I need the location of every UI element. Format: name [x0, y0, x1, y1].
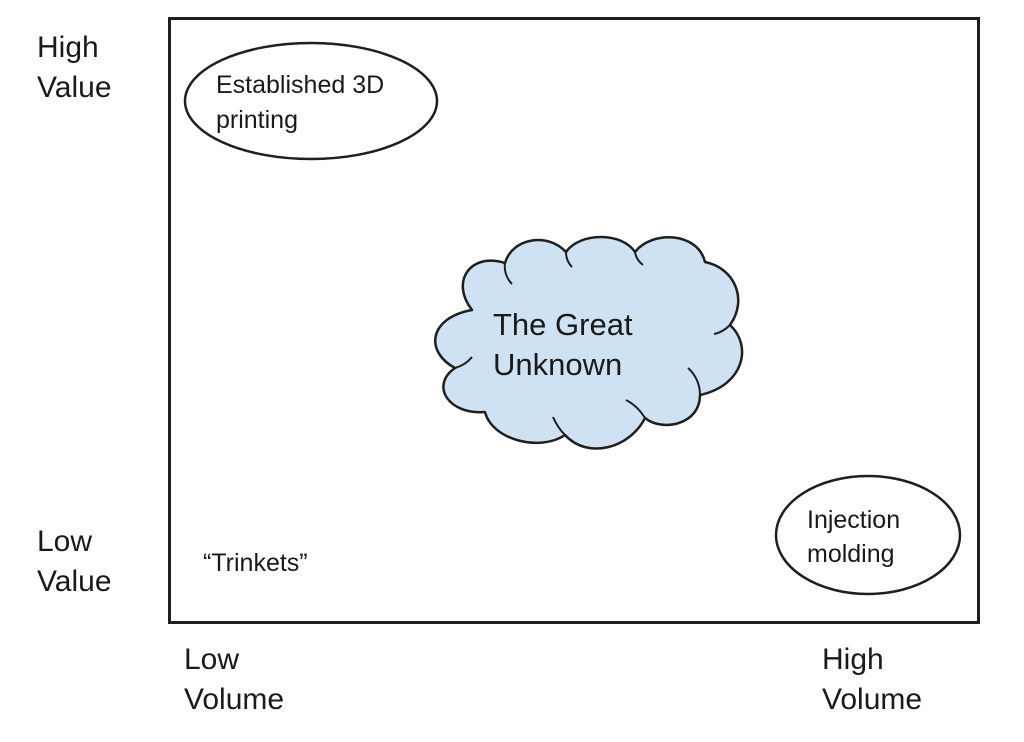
y-axis-high-line1: High — [37, 31, 99, 64]
x-axis-high-line1: High — [822, 643, 884, 676]
y-axis-low-line2: Value — [37, 565, 112, 598]
matrix-frame — [168, 17, 980, 624]
unknown-line2: Unknown — [493, 347, 623, 382]
trinkets-label: “Trinkets” — [203, 549, 308, 577]
injection-line1: Injection — [807, 506, 901, 534]
injection-molding-label: Injection molding — [807, 503, 900, 571]
y-axis-high-value-label: High Value — [37, 28, 112, 108]
y-axis-high-line2: Value — [37, 71, 112, 104]
great-unknown-cloud — [434, 235, 744, 450]
established-3d-printing-ellipse — [183, 41, 439, 161]
x-axis-high-line2: Volume — [822, 683, 923, 716]
y-axis-low-value-label: Low Value — [37, 522, 112, 602]
established-3d-printing-label: Established 3D printing — [216, 68, 384, 138]
y-axis-low-line1: Low — [37, 525, 93, 558]
great-unknown-label: The Great Unknown — [493, 305, 633, 385]
x-axis-low-volume-label: Low Volume — [184, 640, 284, 720]
established-line2: printing — [216, 106, 298, 134]
x-axis-high-volume-label: High Volume — [822, 640, 922, 720]
x-axis-low-line2: Volume — [184, 683, 285, 716]
injection-molding-ellipse — [774, 474, 962, 596]
x-axis-low-line1: Low — [184, 643, 240, 676]
unknown-line1: The Great — [493, 307, 633, 342]
established-line1: Established 3D — [216, 71, 385, 99]
injection-line2: molding — [807, 540, 895, 568]
